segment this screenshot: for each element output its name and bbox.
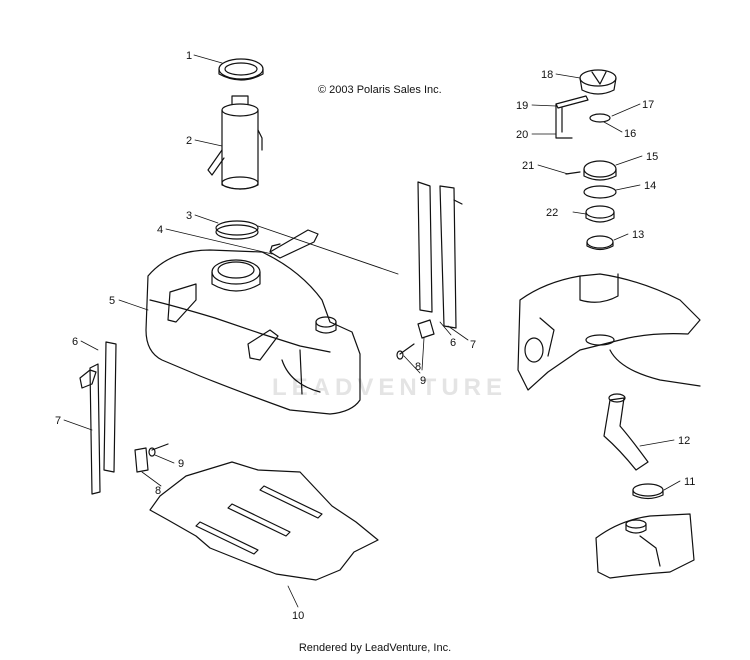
callout-19: 19 <box>516 100 528 112</box>
callout-8-right: 8 <box>415 361 421 373</box>
gasket-part[interactable] <box>589 113 611 123</box>
callout-1: 1 <box>186 50 192 62</box>
watermark-text: LEADVENTURE <box>272 374 508 401</box>
bolt-part[interactable] <box>148 343 415 457</box>
callout-4: 4 <box>157 224 163 236</box>
filler-neck-part[interactable] <box>583 160 617 223</box>
callout-20: 20 <box>516 129 528 141</box>
fuel-tank-part[interactable] <box>145 249 361 415</box>
callout-15: 15 <box>646 151 658 163</box>
floor-pad-part[interactable] <box>149 461 379 581</box>
callout-11: 11 <box>684 476 695 488</box>
callout-14: 14 <box>644 180 656 192</box>
left-strap-part[interactable] <box>79 341 117 495</box>
hose-clamp-upper-part[interactable] <box>586 235 614 251</box>
screw-part[interactable] <box>565 171 581 175</box>
hose-clamp-part[interactable] <box>632 483 664 500</box>
callout-numbers: 1 2 3 4 5 6 7 8 9 10 11 12 13 14 15 16 1… <box>55 50 695 622</box>
filler-hose-part[interactable] <box>603 393 649 471</box>
callout-21: 21 <box>522 160 534 172</box>
callout-10: 10 <box>292 610 304 622</box>
right-strap-part[interactable] <box>417 181 463 329</box>
callout-7-right: 7 <box>470 339 476 351</box>
callout-7: 7 <box>55 415 61 427</box>
lock-ring-part[interactable] <box>218 58 264 81</box>
callout-18: 18 <box>541 69 553 81</box>
callout-9-right: 9 <box>420 375 426 387</box>
callout-3: 3 <box>186 210 192 222</box>
frame-section-lower <box>595 513 695 579</box>
callout-9: 9 <box>178 458 184 470</box>
callout-17: 17 <box>642 99 654 111</box>
seal-ring-part[interactable] <box>215 220 259 240</box>
bracket-part[interactable] <box>134 319 435 473</box>
callout-13: 13 <box>632 229 644 241</box>
callout-6: 6 <box>72 336 78 348</box>
cap-tether-part[interactable] <box>555 95 589 139</box>
footer-credit: Rendered by LeadVenture, Inc. <box>298 642 452 654</box>
sender-clip-part[interactable] <box>269 229 319 259</box>
leader-lines <box>63 54 681 608</box>
callout-6-right: 6 <box>450 337 456 349</box>
callout-16: 16 <box>624 128 636 140</box>
callout-2: 2 <box>186 135 192 147</box>
fuel-pump-part[interactable] <box>207 95 263 190</box>
fuel-cap-part[interactable] <box>579 69 617 95</box>
callout-5: 5 <box>109 295 115 307</box>
callout-12: 12 <box>678 435 690 447</box>
callout-8: 8 <box>155 485 161 497</box>
callout-22: 22 <box>546 207 558 219</box>
frame-section-upper <box>517 273 701 391</box>
copyright-text: © 2003 Polaris Sales Inc. <box>318 84 442 96</box>
